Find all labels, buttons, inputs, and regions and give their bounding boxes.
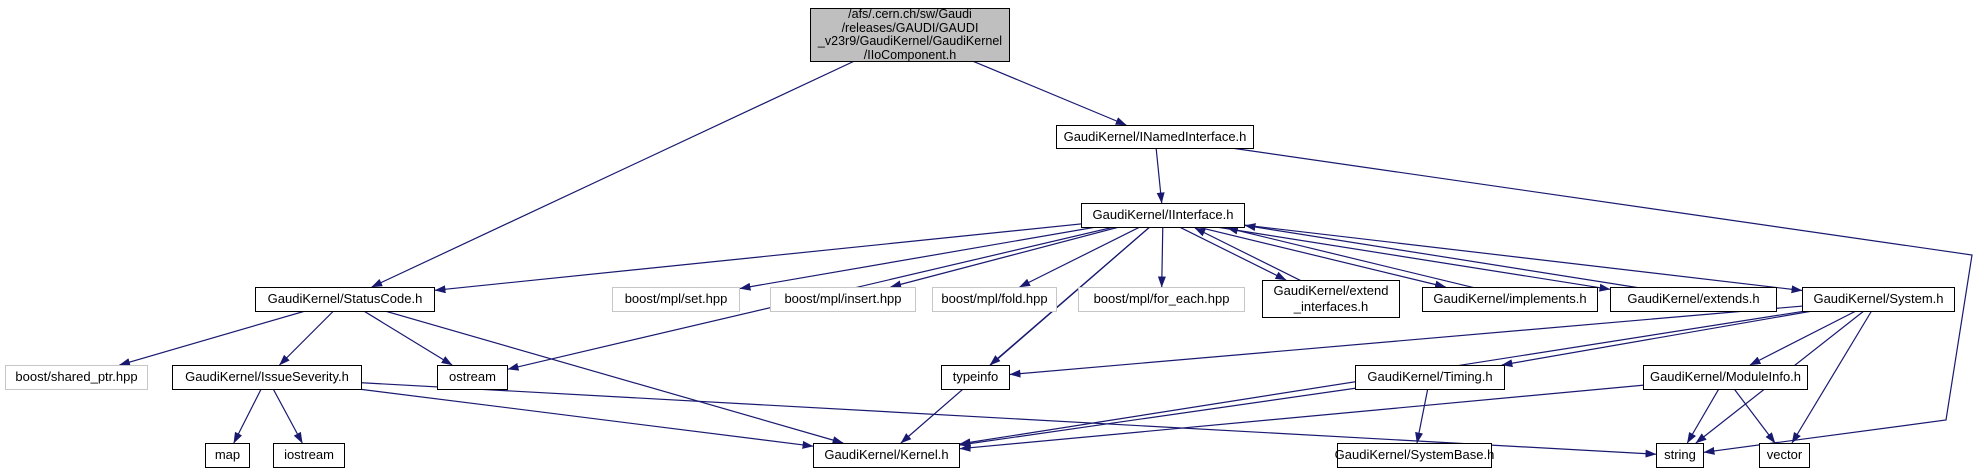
node-vector[interactable]: vector bbox=[1759, 443, 1810, 468]
node-implements[interactable]: GaudiKernel/implements.h bbox=[1422, 287, 1598, 312]
node-string[interactable]: string bbox=[1656, 443, 1704, 468]
node-inamedinterface[interactable]: GaudiKernel/INamedInterface.h bbox=[1056, 125, 1254, 149]
edge-moduleinfo-kernel bbox=[959, 376, 1726, 452]
edge-inamed-string bbox=[1154, 136, 1973, 455]
node-system[interactable]: GaudiKernel/System.h bbox=[1802, 287, 1955, 312]
edge-issueseverity-string bbox=[266, 376, 1657, 458]
edge-system-vector bbox=[1791, 299, 1880, 444]
node-issueseverity[interactable]: GaudiKernel/IssueSeverity.h bbox=[172, 365, 362, 390]
node-systembase[interactable]: GaudiKernel/SystemBase.h bbox=[1335, 443, 1494, 468]
edge-system-typeinfo bbox=[1009, 298, 1879, 378]
node-typeinfo[interactable]: typeinfo bbox=[941, 365, 1010, 390]
edge-iinterface-extend_interfaces bbox=[1161, 217, 1287, 281]
node-kernel[interactable]: GaudiKernel/Kernel.h bbox=[813, 443, 960, 468]
node-extend-interfaces[interactable]: GaudiKernel/extend _interfaces.h bbox=[1262, 280, 1400, 318]
edge-iinterface-system bbox=[1162, 214, 1803, 294]
node-extends[interactable]: GaudiKernel/extends.h bbox=[1610, 287, 1777, 312]
edge-iinterface-statuscode bbox=[434, 214, 1164, 294]
node-iinterface[interactable]: GaudiKernel/IInterface.h bbox=[1081, 203, 1245, 228]
node-map[interactable]: map bbox=[205, 443, 250, 468]
node-boost-mpl-insert: boost/mpl/insert.hpp bbox=[770, 287, 916, 312]
node-boost-shared-ptr: boost/shared_ptr.hpp bbox=[5, 365, 148, 390]
edge-iinterface-implements bbox=[1162, 217, 1447, 289]
node-iiocomponent-root: /afs/.cern.ch/sw/Gaudi /releases/GAUDI/G… bbox=[810, 7, 1010, 62]
node-iostream[interactable]: iostream bbox=[273, 443, 345, 468]
edge-iinterface-kernel bbox=[900, 215, 1164, 444]
node-moduleinfo[interactable]: GaudiKernel/ModuleInfo.h bbox=[1643, 365, 1808, 390]
edge-implements-iinterface bbox=[1226, 226, 1511, 298]
edge-extends-iinterface bbox=[1244, 223, 1695, 298]
node-boost-mpl-for-each: boost/mpl/for_each.hpp bbox=[1078, 287, 1245, 312]
node-ostream[interactable]: ostream bbox=[437, 365, 508, 390]
edge-timing-kernel bbox=[959, 376, 1431, 448]
node-statuscode[interactable]: GaudiKernel/StatusCode.h bbox=[255, 287, 435, 312]
node-timing[interactable]: GaudiKernel/Timing.h bbox=[1355, 365, 1505, 390]
edge-statuscode-kernel bbox=[344, 298, 844, 444]
node-boost-mpl-fold: boost/mpl/fold.hpp bbox=[932, 287, 1057, 312]
node-boost-mpl-set: boost/mpl/set.hpp bbox=[612, 287, 740, 312]
edge-root-statuscode bbox=[371, 34, 911, 288]
